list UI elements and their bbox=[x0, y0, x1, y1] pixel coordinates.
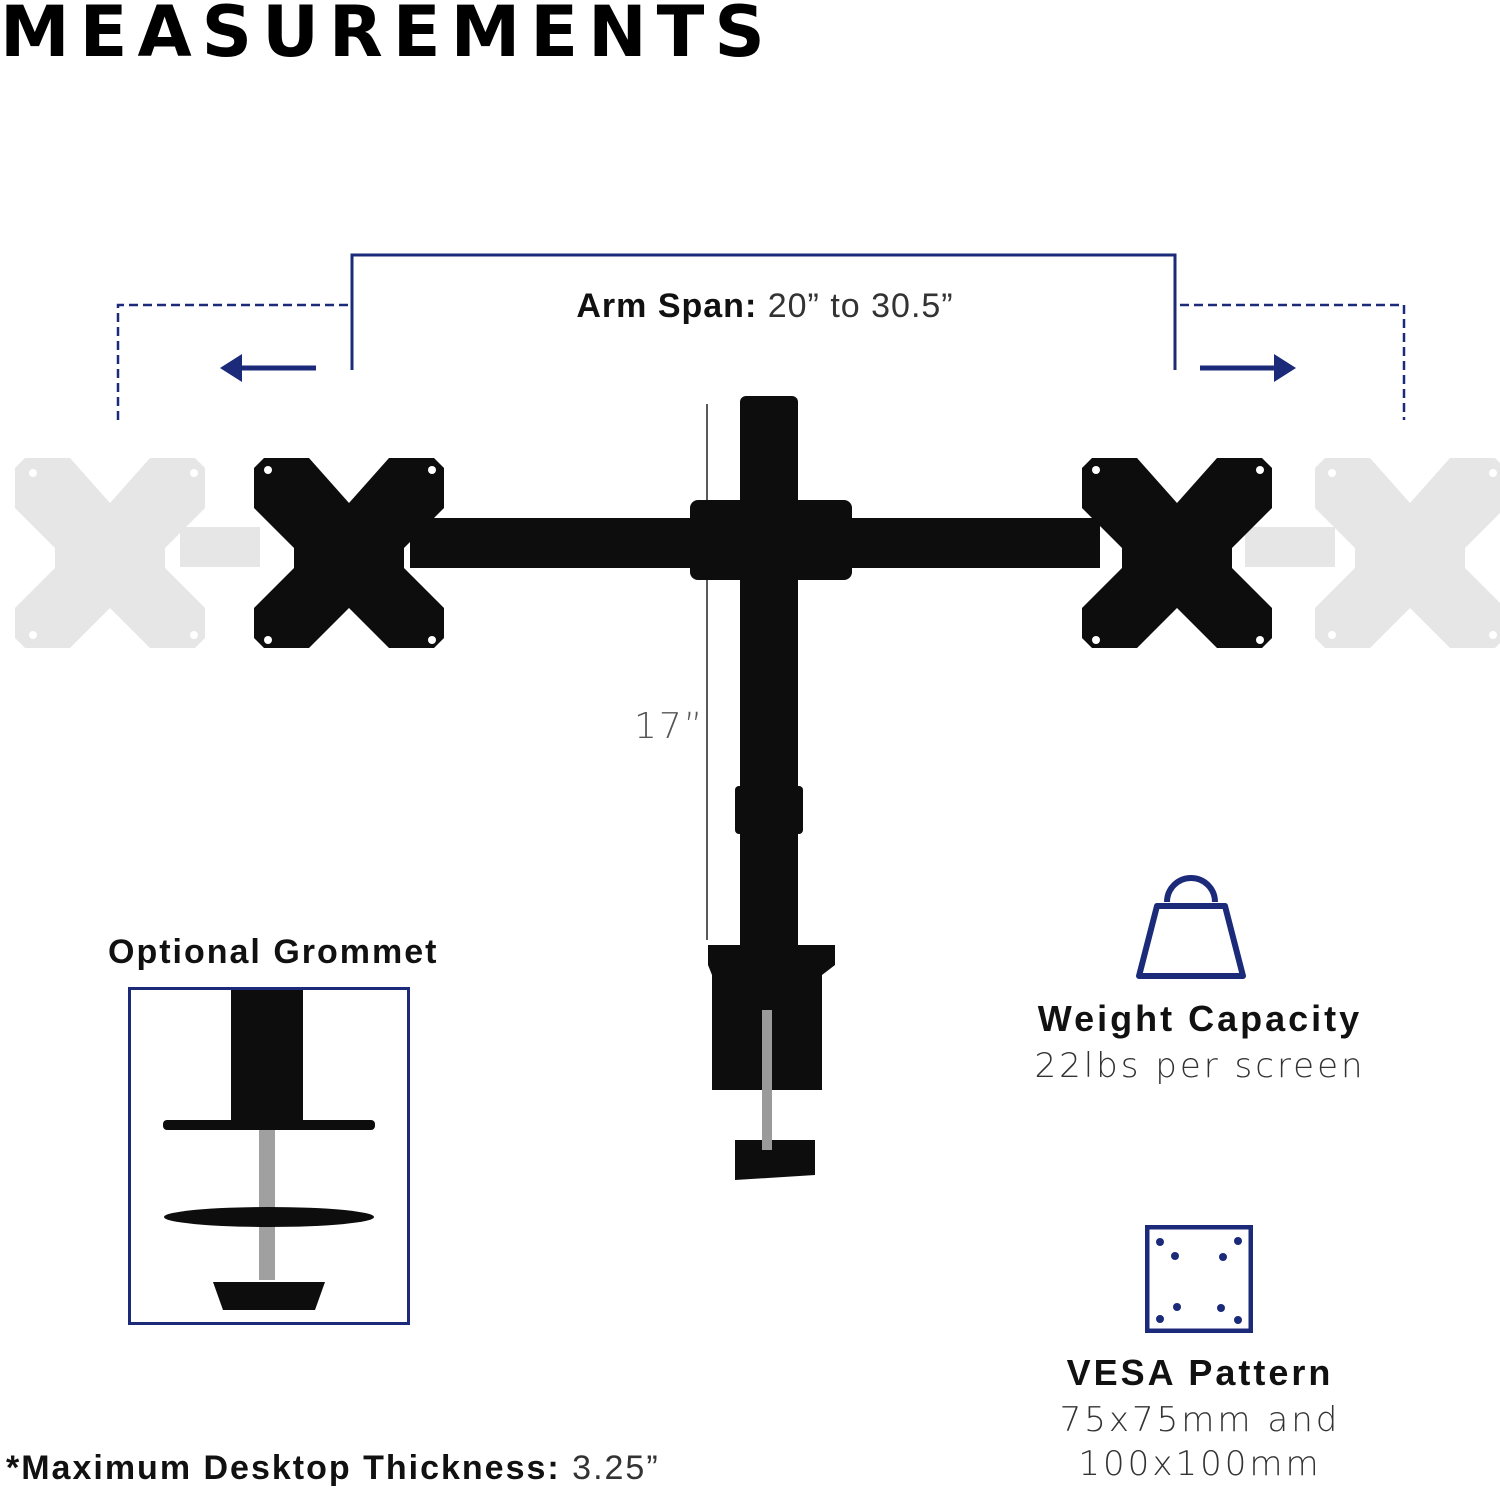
arrow-left-icon bbox=[220, 354, 316, 382]
grommet-title: Optional Grommet bbox=[108, 933, 439, 971]
arrow-right-icon bbox=[1200, 354, 1296, 382]
desk-thickness-label: *Maximum Desktop Thickness: bbox=[6, 1449, 561, 1487]
weight-value: 22lbs per screen bbox=[1034, 1046, 1366, 1086]
page-title: MEASUREMENTS bbox=[0, 0, 775, 73]
weight-icon bbox=[1136, 875, 1246, 979]
arm-span-title: Arm Span: bbox=[576, 287, 758, 325]
desk-thickness-value: 3.25” bbox=[572, 1449, 660, 1487]
vesa-pattern-icon bbox=[1145, 1225, 1253, 1333]
vesa-value: 75x75mm and 100x100mm bbox=[1059, 1400, 1341, 1484]
pole-height-label: 17” bbox=[634, 706, 705, 747]
grommet-illustration bbox=[163, 990, 375, 1310]
grommet-inset bbox=[128, 987, 410, 1325]
arm-span-label: Arm Span: 20” to 30.5” bbox=[0, 284, 1500, 328]
weight-title: Weight Capacity bbox=[1037, 998, 1363, 1039]
vesa-title: VESA Pattern bbox=[1066, 1352, 1334, 1393]
arm-span-value: 20” to 30.5” bbox=[767, 287, 954, 325]
desk-thickness-note: *Maximum Desktop Thickness: 3.25” bbox=[6, 1446, 660, 1490]
